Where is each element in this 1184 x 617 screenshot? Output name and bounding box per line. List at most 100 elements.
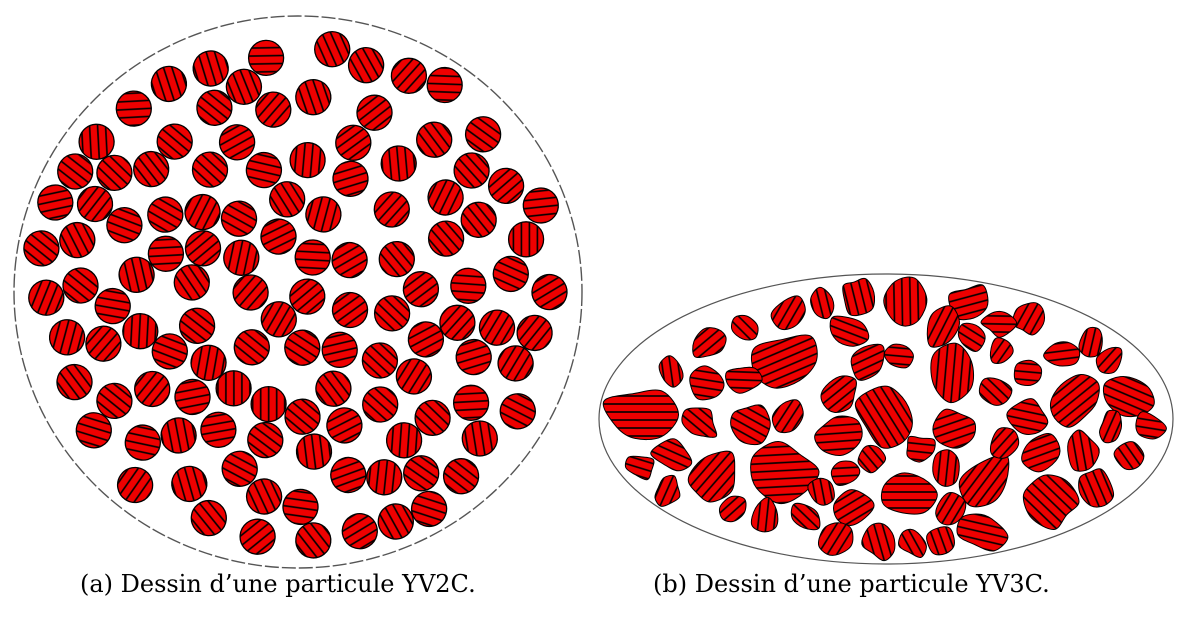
hatched-blob-inclusion <box>1135 411 1167 440</box>
hatched-circle-inclusion <box>464 116 502 153</box>
hatched-circle-inclusion <box>150 65 188 103</box>
panel-b-inclusions <box>602 276 1167 562</box>
hatched-circle-inclusion <box>173 264 210 301</box>
hatched-circle-inclusion <box>478 309 516 346</box>
hatched-blob-inclusion <box>681 407 718 438</box>
hatched-circle-inclusion <box>377 503 414 540</box>
hatched-blob-inclusion <box>926 526 955 556</box>
hatched-circle-inclusion <box>366 459 403 496</box>
hatched-circle-inclusion <box>184 193 221 231</box>
hatched-circle-inclusion <box>37 184 74 221</box>
hatched-blob-inclusion <box>1095 346 1123 374</box>
hatched-circle-inclusion <box>331 241 368 279</box>
hatched-blob-inclusion <box>833 489 875 526</box>
hatched-blob-inclusion <box>932 408 977 449</box>
panel-a-yv2c-particle <box>13 15 583 569</box>
hatched-blob-inclusion <box>906 435 936 463</box>
hatched-blob-inclusion <box>1067 429 1100 472</box>
hatched-circle-inclusion <box>245 478 283 515</box>
hatched-blob-inclusion <box>602 389 680 441</box>
hatched-circle-inclusion <box>124 424 161 461</box>
hatched-circle-inclusion <box>116 466 154 504</box>
hatched-circle-inclusion <box>378 240 415 278</box>
hatched-circle-inclusion <box>522 187 559 224</box>
hatched-circle-inclusion <box>305 196 342 233</box>
hatched-circle-inclusion <box>174 378 211 416</box>
hatched-circle-inclusion <box>439 304 476 341</box>
hatched-circle-inclusion <box>284 398 321 435</box>
hatched-circle-inclusion <box>191 151 229 188</box>
hatched-circle-inclusion <box>395 358 433 395</box>
hatched-circle-inclusion <box>403 455 440 492</box>
hatched-blob-inclusion <box>750 334 818 389</box>
hatched-blob-inclusion <box>1078 326 1103 358</box>
hatched-blob-inclusion <box>770 295 806 331</box>
hatched-circle-inclusion <box>225 68 263 105</box>
hatched-circle-inclusion <box>315 370 352 407</box>
hatched-blob-inclusion <box>692 327 727 358</box>
hatched-circle-inclusion <box>255 91 292 128</box>
hatched-circle-inclusion <box>507 221 545 258</box>
hatched-blob-inclusion <box>883 276 928 327</box>
hatched-circle-inclusion <box>134 370 171 408</box>
hatched-circle-inclusion <box>178 307 216 344</box>
hatched-circle-inclusion <box>427 179 464 216</box>
hatched-circle-inclusion <box>96 154 133 192</box>
hatched-blob-inclusion <box>810 286 835 320</box>
hatched-circle-inclusion <box>461 420 498 457</box>
hatched-circle-inclusion <box>62 267 99 304</box>
hatched-blob-inclusion <box>978 377 1013 406</box>
hatched-circle-inclusion <box>460 201 497 238</box>
hatched-circle-inclusion <box>133 150 170 188</box>
hatched-circle-inclusion <box>28 279 65 316</box>
hatched-circle-inclusion <box>295 522 332 559</box>
hatched-blob-inclusion <box>1078 468 1115 508</box>
hatched-circle-inclusion <box>373 191 410 228</box>
hatched-circle-inclusion <box>48 319 86 356</box>
hatched-circle-inclusion <box>347 47 385 84</box>
hatched-circle-inclusion <box>295 433 333 470</box>
hatched-blob-inclusion <box>956 513 1009 552</box>
hatched-blob-inclusion <box>790 502 821 531</box>
hatched-circle-inclusion <box>57 153 94 190</box>
hatched-circle-inclusion <box>218 124 256 161</box>
hatched-circle-inclusion <box>106 207 143 244</box>
hatched-blob-inclusion <box>989 337 1014 365</box>
hatched-blob-inclusion <box>718 495 747 523</box>
hatched-blob-inclusion <box>750 496 779 533</box>
hatched-blob-inclusion <box>730 314 759 341</box>
hatched-circle-inclusion <box>330 456 367 494</box>
hatched-circle-inclusion <box>232 274 269 311</box>
hatched-circle-inclusion <box>147 235 185 272</box>
hatched-circle-inclusion <box>56 363 93 401</box>
hatched-circle-inclusion <box>314 31 351 68</box>
hatched-blob-inclusion <box>948 284 989 321</box>
hatched-circle-inclusion <box>362 386 399 423</box>
hatched-blob-inclusion <box>990 427 1020 459</box>
hatched-blob-inclusion <box>1006 398 1049 435</box>
hatched-circle-inclusion <box>78 123 115 160</box>
hatched-circle-inclusion <box>147 196 184 233</box>
hatched-circle-inclusion <box>295 79 332 116</box>
hatched-blob-inclusion <box>1099 409 1123 444</box>
hatched-circle-inclusion <box>426 66 463 104</box>
hatched-blob-inclusion <box>1102 375 1155 418</box>
hatched-blob-inclusion <box>883 343 914 369</box>
hatched-blob-inclusion <box>829 315 870 347</box>
hatched-circle-inclusion <box>373 295 411 332</box>
hatched-circle-inclusion <box>122 313 159 350</box>
hatched-circle-inclusion <box>282 488 319 526</box>
hatched-blob-inclusion <box>857 444 887 474</box>
hatched-circle-inclusion <box>321 331 358 368</box>
hatched-circle-inclusion <box>499 393 536 430</box>
hatched-circle-inclusion <box>76 185 114 223</box>
hatched-blob-inclusion <box>1022 474 1080 530</box>
hatched-circle-inclusion <box>85 325 122 362</box>
hatched-circle-inclusion <box>190 499 227 537</box>
hatched-circle-inclusion <box>331 291 369 329</box>
hatched-circle-inclusion <box>487 167 525 205</box>
panel-b-envelope <box>598 273 1174 565</box>
hatched-circle-inclusion <box>239 518 276 555</box>
hatched-blob-inclusion <box>880 472 938 515</box>
hatched-blob-inclusion <box>861 522 896 562</box>
